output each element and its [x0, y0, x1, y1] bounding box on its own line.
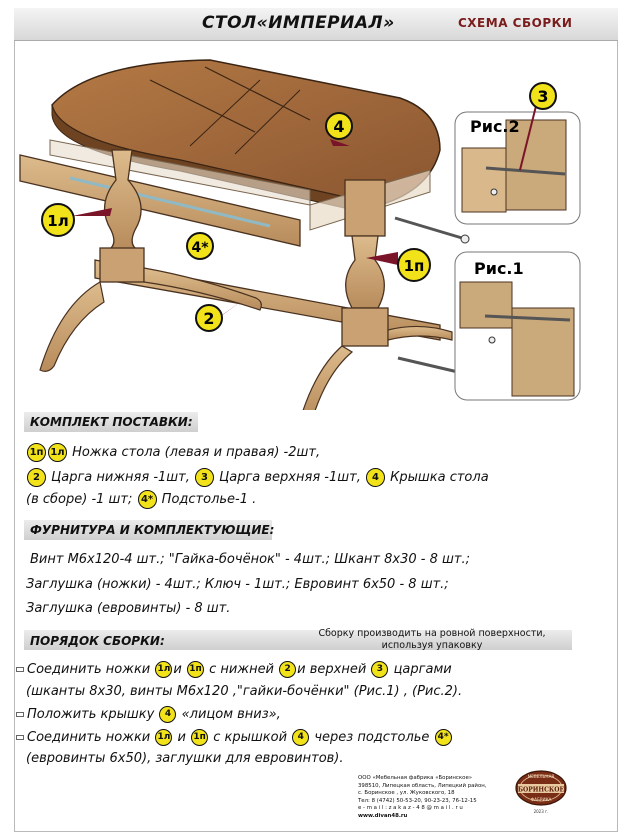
left-leg	[39, 149, 262, 372]
order-step-1-line-2: (шканты 8х30, винты М6х120 ,"гайки-бочён…	[26, 684, 463, 699]
figure-2-detail	[454, 89, 581, 225]
callout-1p: 1п	[397, 248, 431, 282]
order-step-3-line-2: (евровинты 6х50), заглушки для евровинто…	[26, 751, 344, 766]
delivery-text-3: Царга верхняя -1шт,	[219, 470, 361, 485]
svg-text:4: 4	[333, 117, 344, 136]
svg-text:1п: 1п	[404, 257, 425, 275]
fittings-title: ФУРНИТУРА И КОМПЛЕКТУЮЩИЕ:	[30, 523, 275, 537]
delivery-line-2: 2 Царга нижняя -1шт, 3 Царга верхняя -1ш…	[26, 468, 489, 487]
callout-3: 3	[529, 82, 557, 110]
order-note-1: Сборку производить на ровной поверхности…	[318, 628, 546, 639]
delivery-section-bar	[24, 412, 198, 432]
order-note-2: используя упаковку	[381, 640, 483, 651]
fittings-section-bar	[24, 520, 272, 540]
page-title: СТОЛ«ИМПЕРИАЛ»	[202, 13, 395, 33]
figure-2-label: Рис.2	[470, 117, 520, 136]
svg-text:1л: 1л	[47, 212, 68, 230]
company-logo: МЕБЕЛЬНАЯ БОРИНСКОЕ ФАБРИКА 2023 г.	[515, 770, 567, 814]
order-note: Сборку производить на ровной поверхности…	[292, 628, 572, 652]
assembly-illustration: 4 1л 4* 1п 2 3 Рис.2 Рис.1	[19, 59, 581, 410]
badge-4: 4	[365, 468, 385, 487]
svg-text:2: 2	[203, 309, 214, 328]
badge-3: 3	[195, 468, 215, 487]
right-leg	[302, 179, 453, 410]
delivery-text-6: Подстолье-1 .	[161, 492, 257, 507]
title-bar	[14, 8, 618, 41]
delivery-text-2: Царга нижняя -1шт,	[51, 470, 190, 485]
svg-text:БОРИНСКОЕ: БОРИНСКОЕ	[518, 787, 565, 794]
page-subtitle: СХЕМА СБОРКИ	[458, 16, 573, 30]
order-step-2: Положить крышку 4 «лицом вниз»,	[16, 706, 281, 723]
delivery-title: КОМПЛЕКТ ПОСТАВКИ:	[30, 415, 193, 429]
fittings-line-1: Винт М6х120-4 шт.; "Гайка-бочёнок" - 4шт…	[30, 552, 470, 567]
figure-1-label: Рис.1	[474, 259, 524, 278]
bullet-icon	[16, 735, 24, 740]
callout-1l: 1л	[41, 203, 75, 237]
svg-text:4*: 4*	[191, 240, 209, 256]
order-section-bar	[24, 630, 572, 650]
fittings-line-3: Заглушка (евровинты) - 8 шт.	[26, 601, 231, 616]
svg-text:3: 3	[537, 87, 548, 106]
badge-2: 2	[27, 468, 46, 487]
delivery-text-5: (в сборе) -1 шт;	[26, 492, 133, 507]
delivery-line-3: (в сборе) -1 шт; 4* Подстолье-1 .	[26, 490, 256, 509]
callout-2: 2	[195, 304, 223, 332]
callout-4: 4	[325, 112, 353, 140]
bolt-upper	[394, 216, 470, 244]
order-step-3: Соединить ножки 1л и 1п с крышкой 4 чере…	[16, 729, 453, 746]
badge-4s: 4*	[137, 490, 157, 509]
bullet-icon	[16, 667, 24, 672]
svg-text:МЕБЕЛЬНАЯ: МЕБЕЛЬНАЯ	[528, 774, 555, 779]
company-info: ООО «Мебельная фабрика «Боринское» 39851…	[358, 775, 498, 821]
delivery-text-4: Крышка стола	[390, 470, 489, 485]
company-website[interactable]: www.divan48.ru	[358, 812, 408, 819]
order-title: ПОРЯДОК СБОРКИ:	[30, 634, 165, 648]
svg-text:2023 г.: 2023 г.	[534, 809, 549, 814]
badge-1l: 1л	[48, 443, 67, 462]
figure-1-detail	[454, 251, 581, 401]
callout-4s: 4*	[186, 232, 214, 260]
delivery-text-1: Ножка стола (левая и правая) -2шт,	[72, 445, 321, 460]
bullet-icon	[16, 712, 24, 717]
fittings-line-2: Заглушка (ножки) - 4шт.; Ключ - 1шт.; Ев…	[26, 577, 449, 592]
svg-text:ФАБРИКА: ФАБРИКА	[531, 797, 552, 802]
badge-1p: 1п	[27, 443, 46, 462]
